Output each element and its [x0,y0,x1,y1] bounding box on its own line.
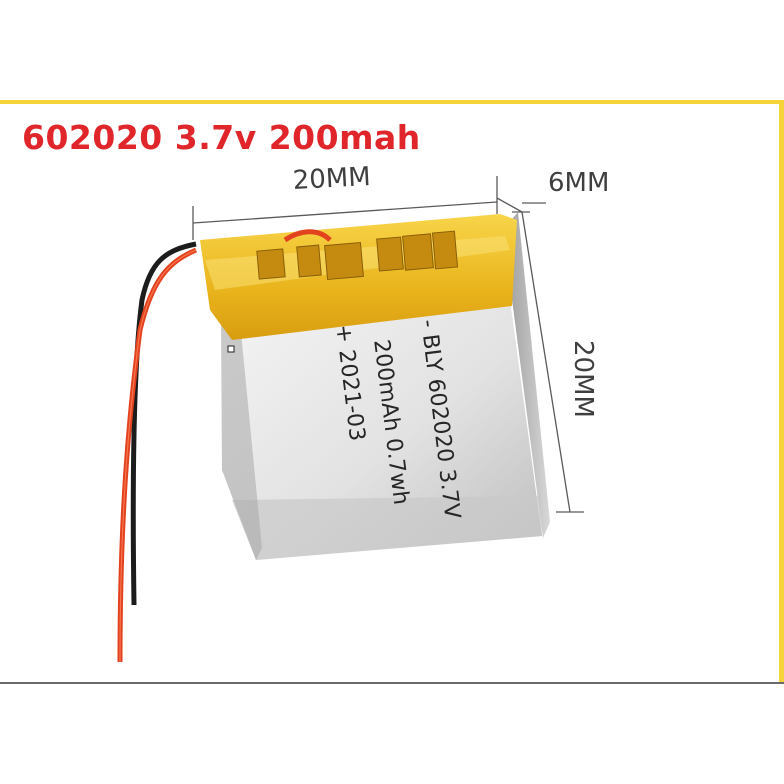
red-wire-highlight [119,249,197,663]
frame-bottom-line [0,682,784,684]
width-dimension-label: 20MM [292,161,372,196]
battery-silver-body [221,300,542,560]
height-dimension-label: 20MM [568,340,598,418]
pcb-tabs [256,230,459,281]
marker-square [227,345,235,353]
frame-top-border [0,100,784,104]
dimension-lines [192,176,584,513]
battery-side-face [503,212,550,538]
thickness-dimension-label: 6MM [548,168,610,198]
product-title: 602020 3.7v 200mah [22,118,421,157]
frame-right-border [779,100,784,684]
black-wire [130,241,197,606]
